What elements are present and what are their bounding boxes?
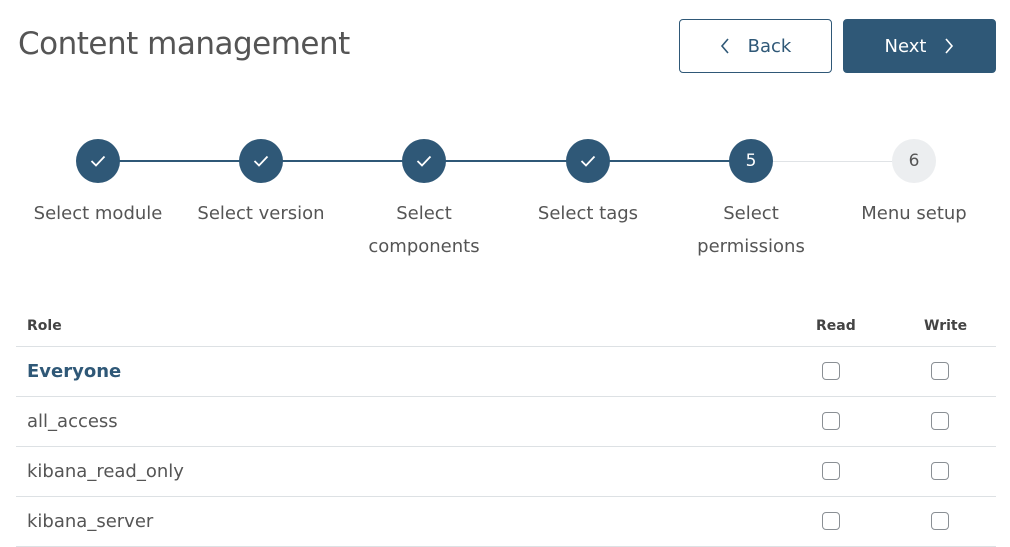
read-checkbox[interactable] <box>822 512 840 530</box>
step-4-label: Select tags <box>537 203 639 224</box>
role-name: kibana_read_only <box>27 461 184 482</box>
table-header: Role Read Write <box>16 305 996 347</box>
table-row: kibana_server <box>16 497 996 547</box>
step-6-label: Menu setup <box>861 203 967 224</box>
permissions-table: Role Read Write Everyone all_access kiba… <box>16 305 996 547</box>
step-connector <box>424 160 588 162</box>
step-4-indicator <box>566 139 610 183</box>
step-connector <box>751 161 914 162</box>
column-header-write: Write <box>924 318 968 334</box>
write-checkbox[interactable] <box>931 362 949 380</box>
role-name: kibana_server <box>27 511 154 532</box>
read-checkbox[interactable] <box>822 462 840 480</box>
role-name: all_access <box>27 411 118 432</box>
step-2-label: Select version <box>197 203 325 224</box>
table-row: kibana_read_only <box>16 447 996 497</box>
step-1-indicator <box>76 139 120 183</box>
checkmark-icon <box>90 155 106 167</box>
step-5-label: Select permissions <box>697 203 805 257</box>
table-row: Everyone <box>16 347 996 397</box>
role-name: Everyone <box>27 361 122 382</box>
checkmark-icon <box>416 155 432 167</box>
checkmark-icon <box>580 155 596 167</box>
step-3-indicator <box>402 139 446 183</box>
chevron-right-icon <box>944 38 954 54</box>
step-6-indicator: 6 <box>892 139 936 183</box>
checkmark-icon <box>253 155 269 167</box>
step-2-indicator <box>239 139 283 183</box>
write-checkbox[interactable] <box>931 462 949 480</box>
step-3-label: Select components <box>368 203 480 257</box>
back-button[interactable]: Back <box>679 19 832 73</box>
page-title: Content management <box>18 26 350 62</box>
next-button-label: Next <box>884 35 927 57</box>
step-connector <box>261 160 424 162</box>
wizard-stepper: Select module Select version Select comp… <box>0 0 1010 270</box>
step-1-label: Select module <box>33 203 163 224</box>
next-button[interactable]: Next <box>843 19 996 73</box>
step-connector <box>588 160 751 162</box>
table-row: all_access <box>16 397 996 447</box>
chevron-left-icon <box>720 38 730 54</box>
column-header-role: Role <box>27 318 62 334</box>
read-checkbox[interactable] <box>822 412 840 430</box>
write-checkbox[interactable] <box>931 512 949 530</box>
step-5-indicator: 5 <box>729 139 773 183</box>
back-button-label: Back <box>747 35 792 57</box>
column-header-read: Read <box>816 318 856 334</box>
step-connector <box>98 160 261 162</box>
read-checkbox[interactable] <box>822 362 840 380</box>
write-checkbox[interactable] <box>931 412 949 430</box>
